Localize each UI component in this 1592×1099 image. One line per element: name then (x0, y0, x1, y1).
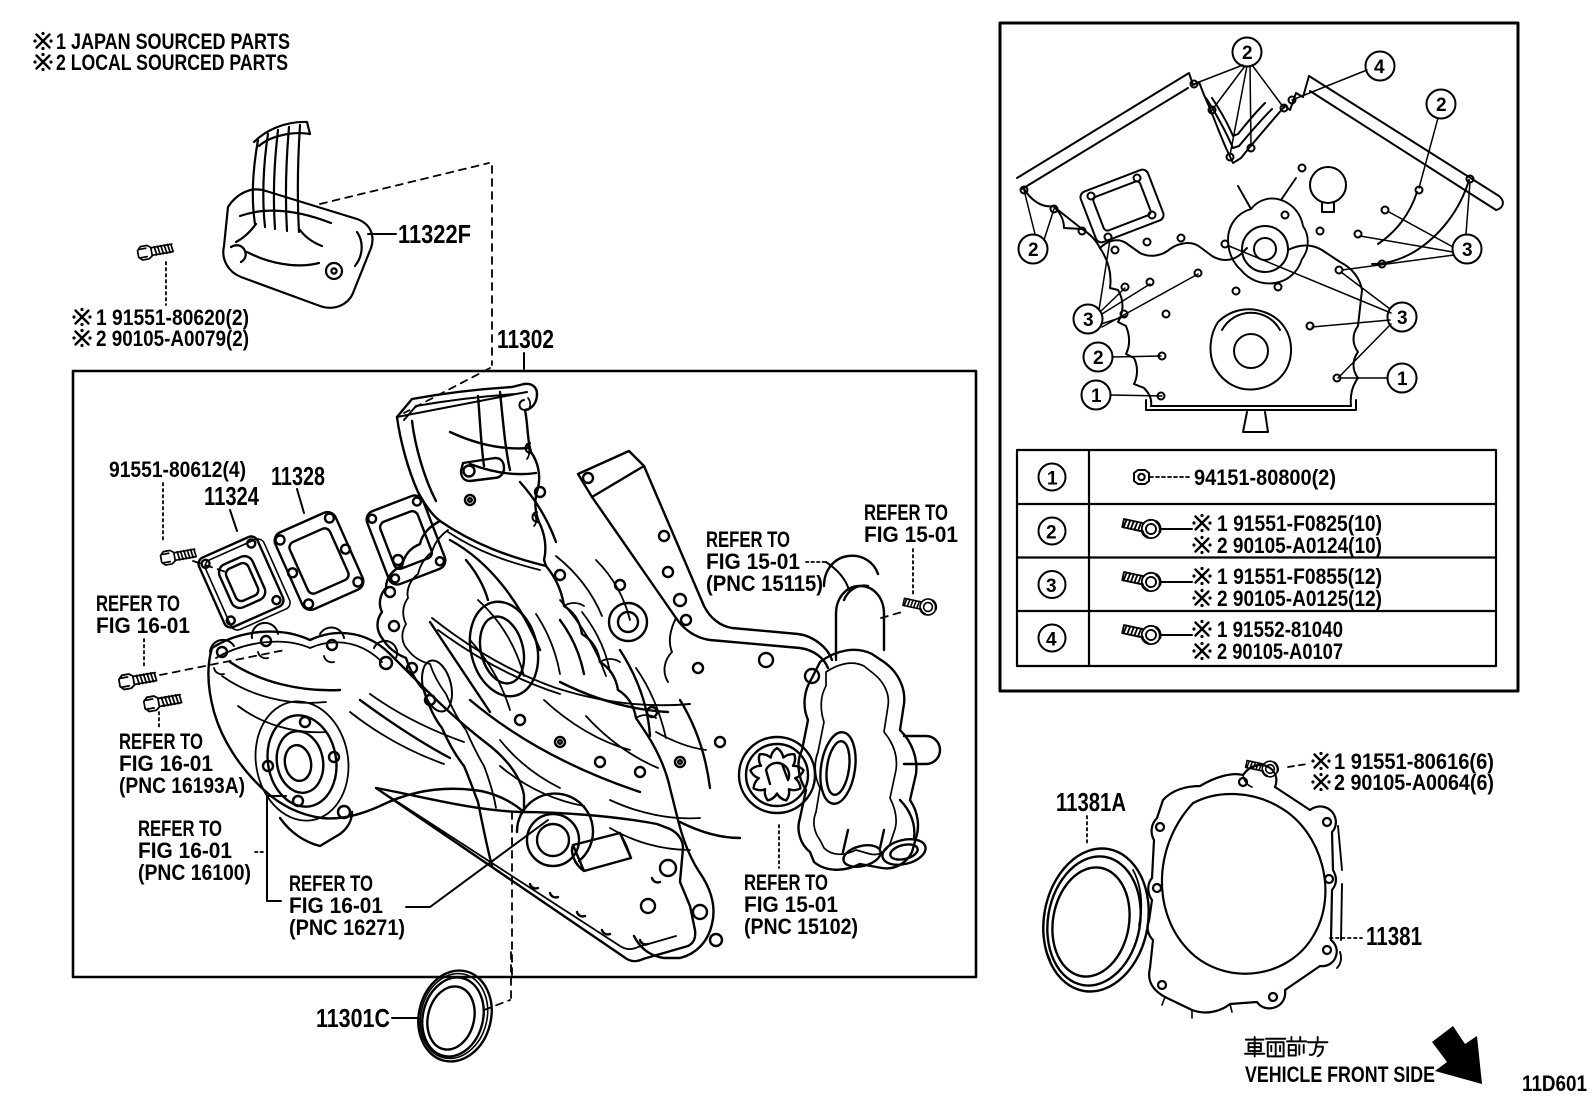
svg-text:FIG 15-01: FIG 15-01 (864, 522, 958, 547)
svg-text:11381: 11381 (1366, 921, 1422, 951)
svg-text:2: 2 (1046, 523, 1057, 544)
svg-text:FIG 16-01: FIG 16-01 (138, 838, 232, 863)
svg-text:REFER TO: REFER TO (138, 816, 222, 841)
svg-text:11324: 11324 (204, 481, 259, 511)
svg-text:11301C: 11301C (316, 1003, 390, 1033)
svg-text:2 90105-A0079(2): 2 90105-A0079(2) (96, 326, 249, 351)
svg-text:1 91551-F0855(12): 1 91551-F0855(12) (1217, 564, 1382, 589)
svg-text:11328: 11328 (271, 461, 325, 491)
svg-text:94151-80800(2): 94151-80800(2) (1194, 465, 1336, 490)
svg-text:11322F: 11322F (398, 219, 471, 249)
svg-text:FIG 16-01: FIG 16-01 (119, 751, 213, 776)
svg-text:FIG 16-01: FIG 16-01 (289, 893, 383, 918)
svg-text:FIG 15-01: FIG 15-01 (744, 892, 838, 917)
svg-text:2: 2 (1028, 240, 1039, 261)
svg-text:1 91551-80620(2): 1 91551-80620(2) (96, 305, 249, 330)
svg-text:2 90105-A0107: 2 90105-A0107 (1217, 639, 1343, 664)
svg-text:3: 3 (1462, 240, 1473, 261)
svg-text:1: 1 (1397, 369, 1408, 390)
svg-text:(PNC 16193A): (PNC 16193A) (119, 773, 245, 798)
svg-text:REFER TO: REFER TO (289, 871, 373, 896)
svg-text:REFER TO: REFER TO (96, 591, 180, 616)
svg-text:1 91552-81040: 1 91552-81040 (1217, 617, 1343, 642)
svg-text:2 LOCAL SOURCED PARTS: 2 LOCAL SOURCED PARTS (56, 50, 288, 75)
svg-text:3: 3 (1083, 310, 1094, 331)
svg-text:FIG 16-01: FIG 16-01 (96, 613, 190, 638)
svg-text:(PNC 15115): (PNC 15115) (706, 571, 823, 596)
svg-text:VEHICLE FRONT SIDE: VEHICLE FRONT SIDE (1245, 1062, 1435, 1087)
svg-text:2 90105-A0125(12): 2 90105-A0125(12) (1217, 586, 1382, 611)
svg-text:(PNC 16271): (PNC 16271) (289, 915, 405, 940)
svg-text:2: 2 (1093, 348, 1104, 369)
svg-text:4: 4 (1374, 57, 1385, 78)
svg-text:(PNC 16100): (PNC 16100) (138, 860, 251, 885)
svg-text:2 90105-A0124(10): 2 90105-A0124(10) (1217, 533, 1382, 558)
svg-text:REFER TO: REFER TO (744, 870, 828, 895)
svg-text:FIG 15-01: FIG 15-01 (706, 549, 800, 574)
svg-text:11D601: 11D601 (1522, 1071, 1587, 1096)
svg-text:3: 3 (1397, 308, 1408, 329)
svg-text:2: 2 (1436, 95, 1447, 116)
svg-text:2 90105-A0064(6): 2 90105-A0064(6) (1334, 770, 1494, 795)
svg-text:11381A: 11381A (1056, 787, 1126, 817)
svg-text:11302: 11302 (497, 324, 554, 354)
svg-text:1 JAPAN SOURCED PARTS: 1 JAPAN SOURCED PARTS (56, 29, 290, 54)
svg-text:1 91551-80616(6): 1 91551-80616(6) (1334, 749, 1494, 774)
svg-text:REFER TO: REFER TO (864, 500, 948, 525)
svg-text:1 91551-F0825(10): 1 91551-F0825(10) (1217, 511, 1382, 536)
svg-text:2: 2 (1242, 43, 1253, 64)
svg-text:1: 1 (1047, 469, 1058, 490)
svg-text:(PNC 15102): (PNC 15102) (744, 914, 858, 939)
svg-text:1: 1 (1091, 386, 1102, 407)
svg-text:4: 4 (1046, 630, 1057, 651)
svg-text:91551-80612(4): 91551-80612(4) (109, 457, 246, 482)
svg-text:REFER TO: REFER TO (119, 729, 203, 754)
svg-text:REFER TO: REFER TO (706, 527, 790, 552)
svg-text:3: 3 (1046, 576, 1057, 597)
